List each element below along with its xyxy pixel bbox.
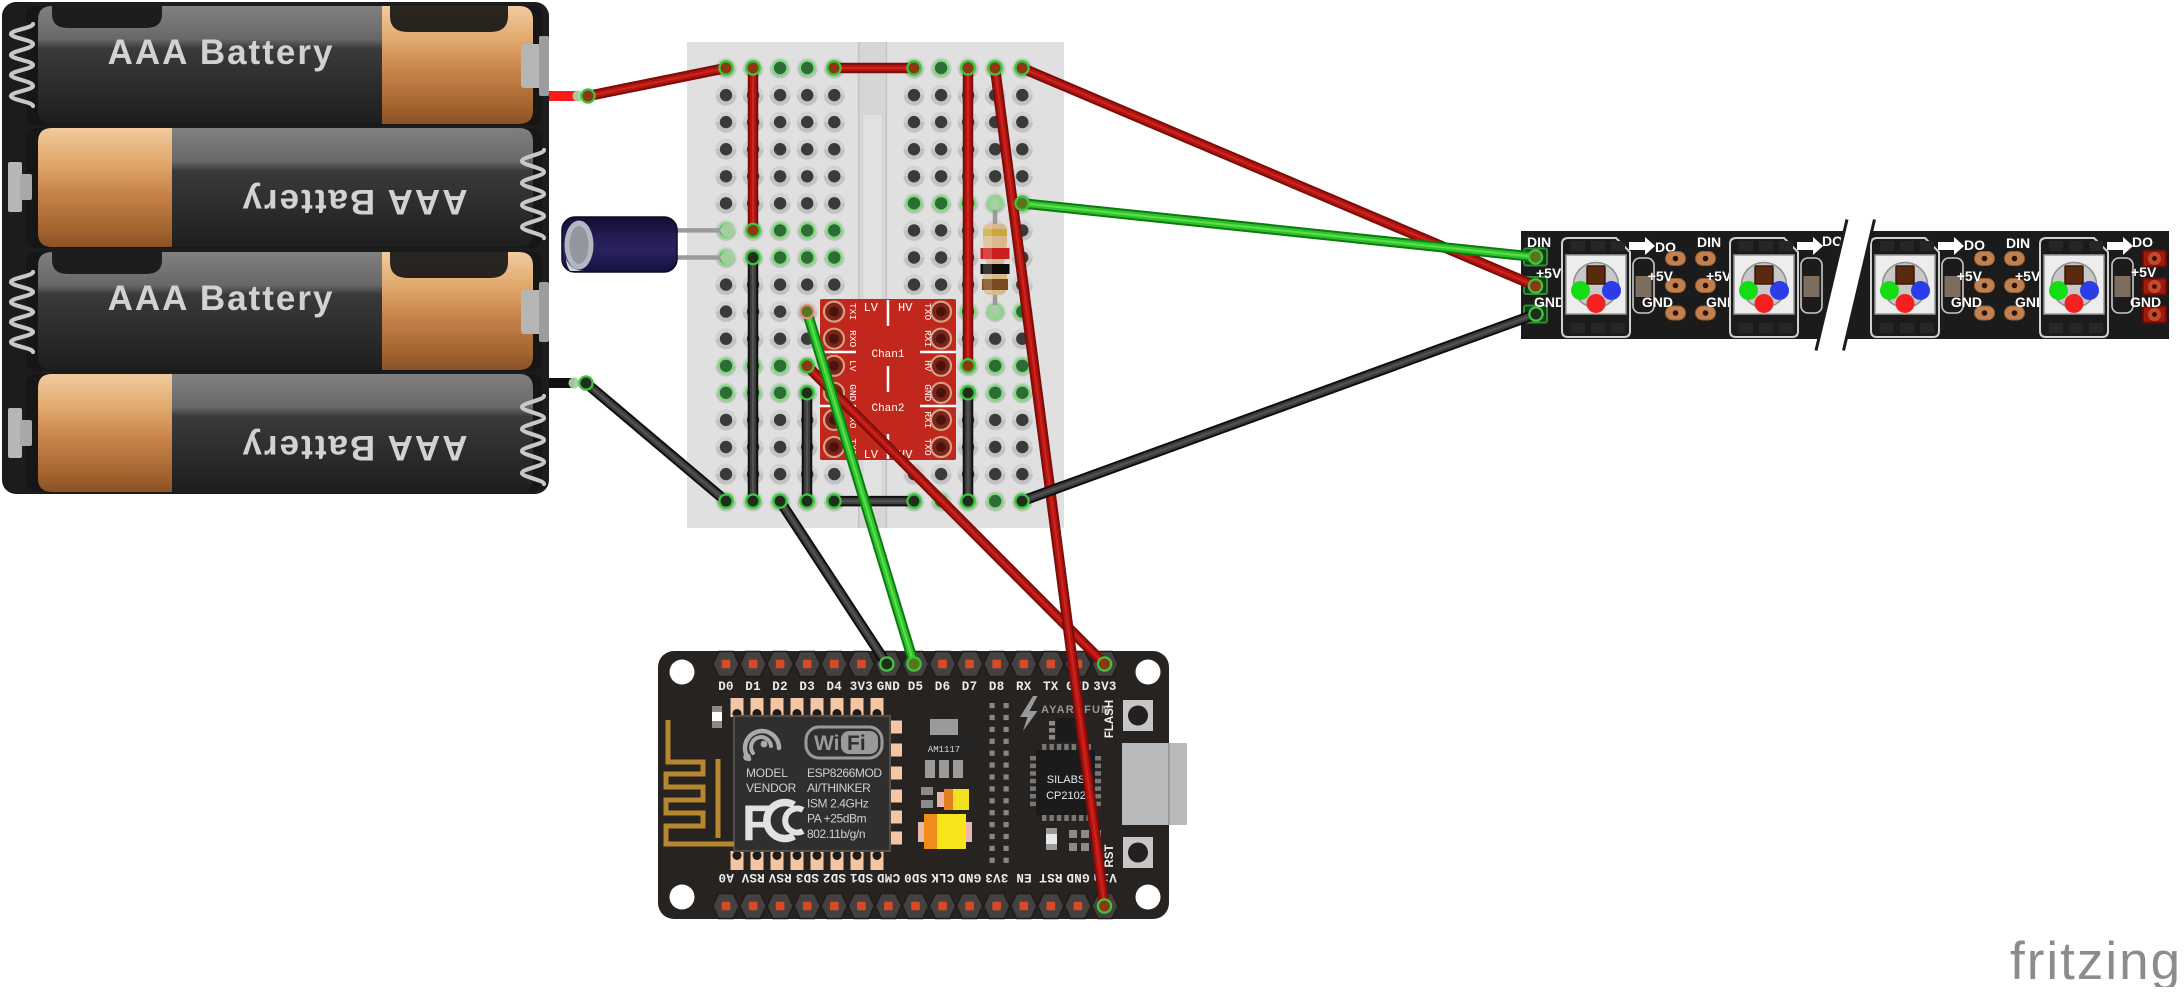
svg-text:+5V: +5V [2131,264,2157,280]
svg-text:DO: DO [1964,237,1985,253]
svg-text:+5V: +5V [1536,265,1562,281]
svg-text:D8: D8 [989,680,1005,694]
svg-text:AI/THINKER: AI/THINKER [807,781,871,795]
svg-text:RST: RST [1039,870,1063,884]
svg-text:LV: LV [864,301,879,315]
svg-text:AAA Battery: AAA Battery [241,182,468,221]
svg-text:SILABS: SILABS [1047,774,1086,786]
svg-text:SD2: SD2 [823,870,846,884]
svg-text:RX: RX [1016,680,1032,694]
svg-text:GND: GND [958,870,982,884]
svg-text:TX: TX [1043,680,1059,694]
svg-text:GND: GND [1534,294,1565,310]
svg-text:+5V: +5V [1706,268,1732,284]
svg-text:DO: DO [1655,239,1676,255]
svg-text:RXO: RXO [847,411,858,428]
svg-text:DO: DO [1822,233,1843,249]
svg-text:DO: DO [2132,234,2153,250]
svg-text:RXO: RXO [847,330,858,347]
svg-text:HV: HV [898,301,913,315]
svg-text:RXI: RXI [922,330,933,347]
svg-text:VENDOR: VENDOR [746,781,797,795]
svg-text:3V3: 3V3 [985,870,1008,884]
svg-text:RSV: RSV [741,870,765,884]
svg-text:EN: EN [1016,870,1032,884]
svg-text:DIN: DIN [1697,234,1721,250]
svg-text:fritzing: fritzing [2010,932,2182,987]
svg-text:CP2102: CP2102 [1046,790,1086,802]
svg-text:+5V: +5V [1648,268,1674,284]
svg-text:+5V: +5V [2015,268,2041,284]
svg-text:3V3: 3V3 [1093,680,1116,694]
svg-text:RSV: RSV [768,870,792,884]
svg-text:3V3: 3V3 [850,680,873,694]
svg-text:GND: GND [1642,294,1673,310]
svg-text:CLK: CLK [931,870,955,884]
svg-text:A0: A0 [718,870,734,884]
svg-text:D1: D1 [745,680,761,694]
svg-text:AAA Battery: AAA Battery [108,33,335,72]
svg-text:GND: GND [847,384,858,401]
svg-text:Chan2: Chan2 [871,403,904,415]
svg-text:GND: GND [922,384,933,401]
svg-text:LV: LV [847,360,858,372]
svg-text:GND: GND [1951,294,1982,310]
svg-text:FLASH: FLASH [1104,700,1116,738]
svg-text:SD0: SD0 [904,870,927,884]
svg-text:Chan1: Chan1 [871,349,904,361]
svg-text:RST: RST [1104,845,1116,868]
svg-text:AAA Battery: AAA Battery [241,428,468,467]
svg-text:AM1117: AM1117 [928,745,960,755]
svg-text:D5: D5 [908,680,924,694]
svg-text:D3: D3 [799,680,815,694]
svg-text:LV: LV [864,448,879,462]
svg-text:TXO: TXO [922,438,933,455]
svg-text:TXI: TXI [847,303,858,320]
svg-text:RXI: RXI [922,411,933,428]
svg-text:D7: D7 [962,680,978,694]
svg-text:MODEL: MODEL [746,766,788,780]
svg-text:DIN: DIN [1527,234,1551,250]
svg-text:SD1: SD1 [850,870,873,884]
svg-text:ISM 2.4GHz: ISM 2.4GHz [807,796,869,810]
svg-text:802.11b/g/n: 802.11b/g/n [807,827,865,841]
svg-text:D0: D0 [718,680,734,694]
svg-text:Fi: Fi [847,732,866,755]
svg-text:HV: HV [922,360,933,372]
svg-text:Wi: Wi [814,732,839,755]
svg-text:AAA Battery: AAA Battery [108,279,335,318]
svg-text:SD3: SD3 [795,870,818,884]
svg-text:+5V: +5V [1957,268,1983,284]
svg-text:CMD: CMD [877,870,901,884]
svg-text:PA +25dBm: PA +25dBm [807,812,867,826]
svg-text:ESP8266MOD: ESP8266MOD [807,766,882,780]
svg-text:D2: D2 [772,680,788,694]
svg-text:TXO: TXO [922,303,933,320]
svg-text:D6: D6 [935,680,951,694]
svg-text:GND: GND [877,680,901,694]
svg-text:DIN: DIN [2006,235,2030,251]
svg-text:GND: GND [2130,294,2161,310]
svg-text:D4: D4 [826,680,842,694]
svg-text:GND: GND [1066,870,1090,884]
svg-text:GND: GND [2015,294,2046,310]
